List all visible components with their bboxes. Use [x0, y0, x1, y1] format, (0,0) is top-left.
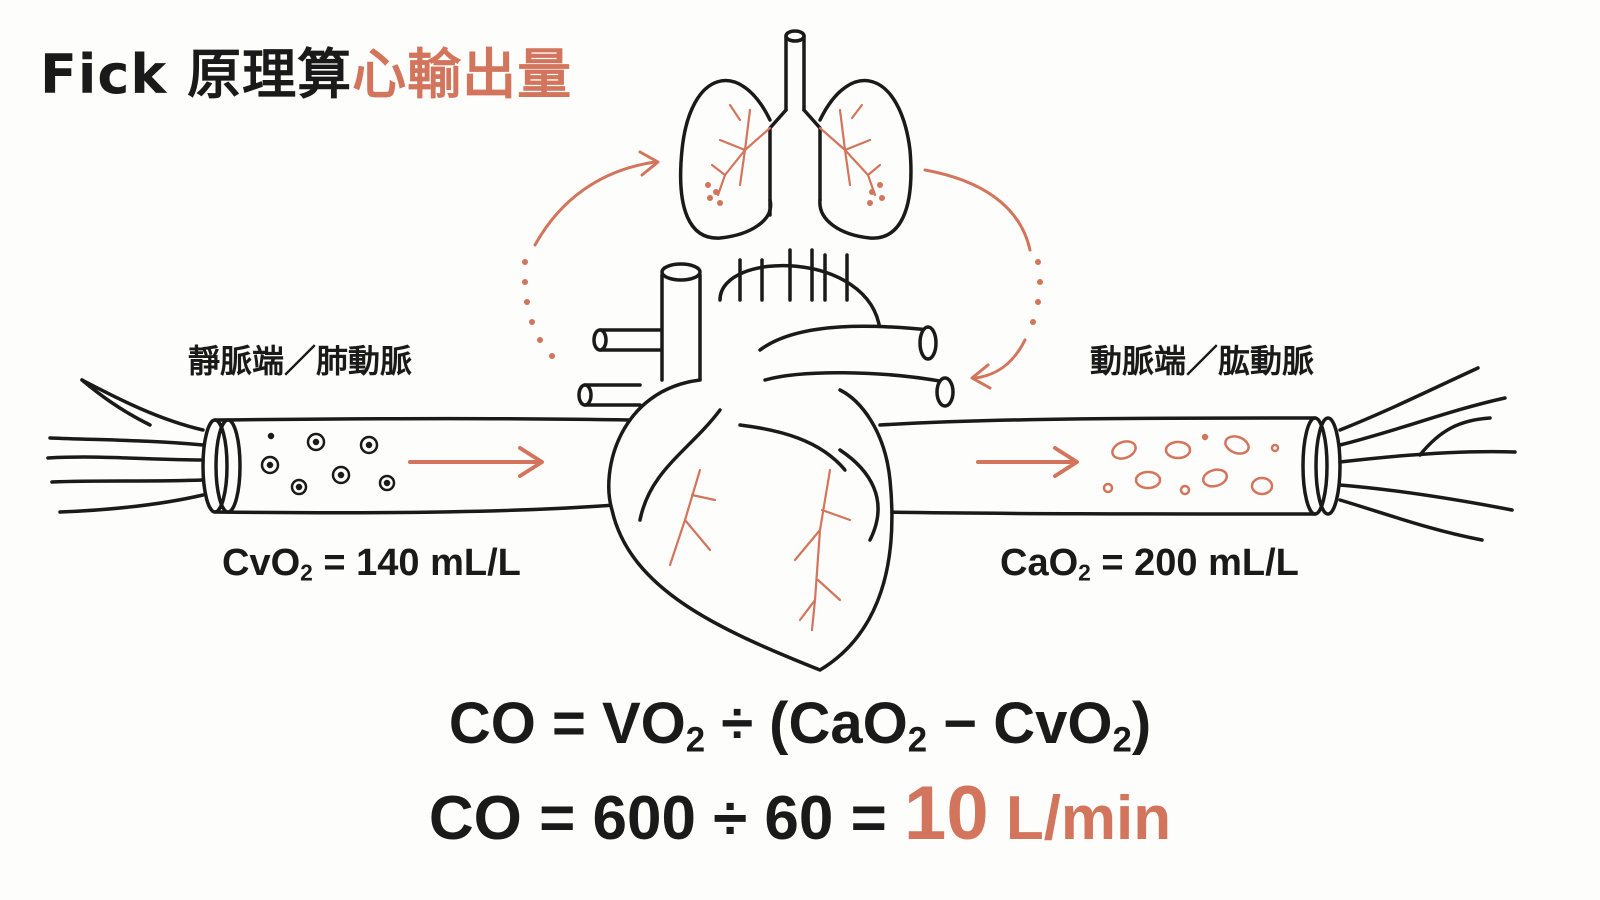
lungs	[678, 29, 913, 240]
formula-sub-2: 2	[907, 720, 928, 760]
formula-part-d: )	[1131, 691, 1152, 756]
vein-vessel	[46, 378, 632, 515]
vein-cells	[260, 432, 396, 496]
vein-label: 靜脈端／肺動脈	[188, 342, 413, 380]
cao2-symbol: CaO	[1000, 542, 1079, 584]
artery-vessel	[878, 366, 1517, 542]
circulation-arrows	[533, 150, 1032, 390]
result-unit: L/min	[988, 784, 1172, 853]
title-prefix: Fick 原理算	[40, 43, 353, 106]
cvo2-symbol: CvO	[222, 542, 301, 584]
fick-calculation: CO = 600 ÷ 60 = 10 L/min	[0, 770, 1600, 857]
cao2-value: = 200 mL/L	[1090, 542, 1299, 584]
circulation-dots	[522, 259, 1043, 359]
flow-arrows	[408, 446, 1079, 478]
lung-bronchi	[710, 103, 882, 197]
artery-label: 動脈端／肱動脈	[1090, 342, 1315, 380]
formula-sub-3: 2	[1112, 720, 1132, 760]
artery-concentration: CaO2 = 200 mL/L	[1000, 542, 1299, 587]
formula-sub-1: 2	[685, 720, 706, 760]
calculation-result: 10 L/min	[904, 771, 1172, 856]
fick-formula: CO = VO2 ÷ (CaO2 − CvO2)	[0, 690, 1600, 761]
lung-alveoli	[705, 182, 885, 206]
title-highlight: 心輸出量	[352, 43, 573, 106]
cvo2-value: = 140 mL/L	[312, 542, 521, 584]
cvo2-subscript: 2	[300, 559, 313, 586]
artery-cells	[1102, 433, 1280, 496]
calculation-expression: CO = 600 ÷ 60 =	[428, 784, 905, 853]
formula-part-b: ÷ (CaO	[705, 691, 908, 756]
formula-part-a: CO = VO	[448, 691, 686, 756]
vein-concentration: CvO2 = 140 mL/L	[222, 542, 521, 587]
heart	[577, 248, 955, 672]
result-number: 10	[904, 771, 989, 856]
cao2-subscript: 2	[1078, 559, 1091, 586]
page-title: Fick 原理算心輸出量	[40, 30, 572, 109]
formula-part-c: − CvO	[927, 691, 1113, 756]
heart-vessels	[668, 468, 852, 632]
